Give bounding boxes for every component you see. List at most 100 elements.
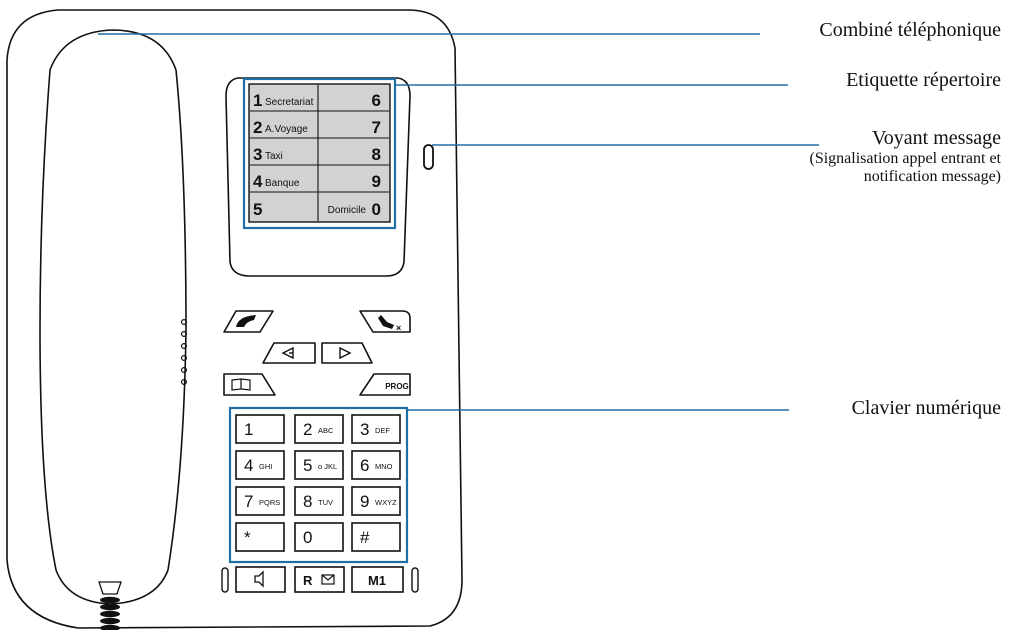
side-slot-right	[411, 567, 419, 593]
keypad-key-5[interactable]: 5 o JKL	[294, 450, 344, 480]
keypad-digit: #	[360, 528, 370, 547]
keypad-key-frame	[235, 486, 285, 516]
directory-name: Domicile	[328, 205, 367, 216]
book-icon	[231, 378, 251, 391]
keypad-digit: *	[244, 528, 251, 547]
keypad-digit: 5	[303, 456, 312, 475]
envelope-icon	[321, 574, 335, 585]
nav-right-button[interactable]	[321, 342, 373, 364]
keypad-digit: 9	[360, 492, 369, 511]
keypad-digit: 7	[244, 492, 253, 511]
keypad-key-0[interactable]: 0	[294, 522, 344, 552]
directory-num: 9	[372, 172, 381, 191]
nav-left-button[interactable]	[262, 342, 316, 364]
keypad-highlight	[228, 406, 409, 564]
m1-label: M1	[368, 573, 386, 588]
keypad-digit: 1	[244, 420, 253, 439]
side-slot-left	[221, 567, 229, 593]
directory-name: Taxi	[265, 151, 283, 162]
m1-button[interactable]: M1	[351, 566, 404, 593]
keypad-key-frame	[235, 450, 285, 480]
callout-keypad-text: Clavier numérique	[851, 397, 1001, 419]
callout-directory-label: Etiquette répertoire	[846, 69, 1001, 92]
directory-num: 7	[372, 118, 381, 137]
keypad-key-frame	[351, 450, 401, 480]
keypad-key-frame	[351, 414, 401, 444]
speaker-button[interactable]	[235, 566, 286, 593]
callout-keypad: Clavier numérique	[852, 397, 1001, 420]
keypad-key-1[interactable]: 1	[235, 414, 285, 444]
keypad-letters: PQRS	[259, 498, 280, 507]
keypad-key-star[interactable]: *	[235, 522, 285, 552]
directory-name: Banque	[265, 178, 300, 189]
keypad-key-frame	[294, 414, 344, 444]
keypad-letters: GHI	[259, 462, 272, 471]
keypad-key-3[interactable]: 3 DEF	[351, 414, 401, 444]
r-button[interactable]: R	[294, 566, 345, 593]
directory-num: 8	[372, 145, 381, 164]
prog-label: PROG	[385, 382, 409, 391]
keypad-digit: 6	[360, 456, 369, 475]
handset-cord	[98, 581, 122, 632]
directory-button[interactable]	[223, 373, 276, 396]
keypad-key-8[interactable]: 8 TUV	[294, 486, 344, 516]
directory-label	[248, 83, 391, 223]
keypad-digit: 3	[360, 420, 369, 439]
keypad-letters: DEF	[375, 426, 390, 435]
callout-message-led-text: Voyant message	[871, 127, 1001, 149]
callout-message-led: Voyant message (Signalisation appel entr…	[810, 127, 1002, 187]
directory-num: 5	[253, 200, 262, 219]
prog-button[interactable]: PROG	[359, 373, 411, 396]
directory-num: 2	[253, 118, 262, 137]
keypad-letters: ABC	[318, 426, 334, 435]
directory-num: 4	[253, 172, 263, 191]
message-led	[423, 144, 434, 170]
callout-handset-text: Combiné téléphonique	[819, 19, 1001, 41]
keypad-key-7[interactable]: 7 PQRS	[235, 486, 285, 516]
handset-pickup-icon	[236, 315, 256, 327]
keypad-key-9[interactable]: 9 WXYZ	[351, 486, 401, 516]
keypad-key-frame	[351, 522, 401, 552]
directory-num: 6	[372, 91, 381, 110]
keypad-letters: WXYZ	[375, 498, 397, 507]
speaker-icon	[254, 570, 264, 588]
directory-num: 3	[253, 145, 262, 164]
keypad-letters: o JKL	[318, 462, 337, 471]
keypad-digit: 0	[303, 528, 312, 547]
speaker-holes	[181, 319, 188, 386]
handset-hangup-icon	[378, 315, 394, 329]
keypad-key-frame	[235, 414, 285, 444]
keypad-key-hash[interactable]: #	[351, 522, 401, 552]
keypad-key-frame	[294, 486, 344, 516]
callout-directory-label-text: Etiquette répertoire	[846, 69, 1001, 91]
keypad-key-4[interactable]: 4 GHI	[235, 450, 285, 480]
callout-message-led-note: notification message)	[863, 168, 1001, 186]
directory-num: 0	[372, 200, 381, 219]
callout-handset: Combiné téléphonique	[819, 19, 1001, 42]
keypad-digit: 2	[303, 420, 312, 439]
directory-highlight	[242, 77, 397, 230]
arrow-right-icon	[339, 346, 352, 360]
directory-entries: 1 Secretariat 2 A.Voyage 3 Taxi 4 Banque…	[253, 91, 381, 219]
keypad-key-frame	[294, 522, 344, 552]
hangup-x-icon: ×	[396, 323, 401, 333]
keypad-letters: TUV	[318, 498, 333, 507]
keypad-letters: MNO	[375, 462, 393, 471]
keypad-digit: 4	[244, 456, 253, 475]
handset	[39, 29, 187, 605]
hangup-button[interactable]: ×	[359, 310, 411, 333]
keypad-key-frame	[235, 522, 285, 552]
keypad-key-6[interactable]: 6 MNO	[351, 450, 401, 480]
callout-message-led-note: (Signalisation appel entrant et	[809, 150, 1002, 167]
keypad: 1 2 ABC 3 DEF 4 GHI 5 o JKL 6 MNO 7 PQRS 8 TUV 9 WXYZ * 0 #	[235, 414, 401, 552]
keypad-key-frame	[351, 486, 401, 516]
directory-name: Secretariat	[265, 97, 314, 108]
keypad-digit: 8	[303, 492, 312, 511]
directory-name: A.Voyage	[265, 124, 308, 135]
keypad-key-2[interactable]: 2 ABC	[294, 414, 344, 444]
keypad-key-frame	[294, 450, 344, 480]
offhook-button[interactable]	[223, 310, 274, 333]
r-label: R	[303, 573, 313, 588]
